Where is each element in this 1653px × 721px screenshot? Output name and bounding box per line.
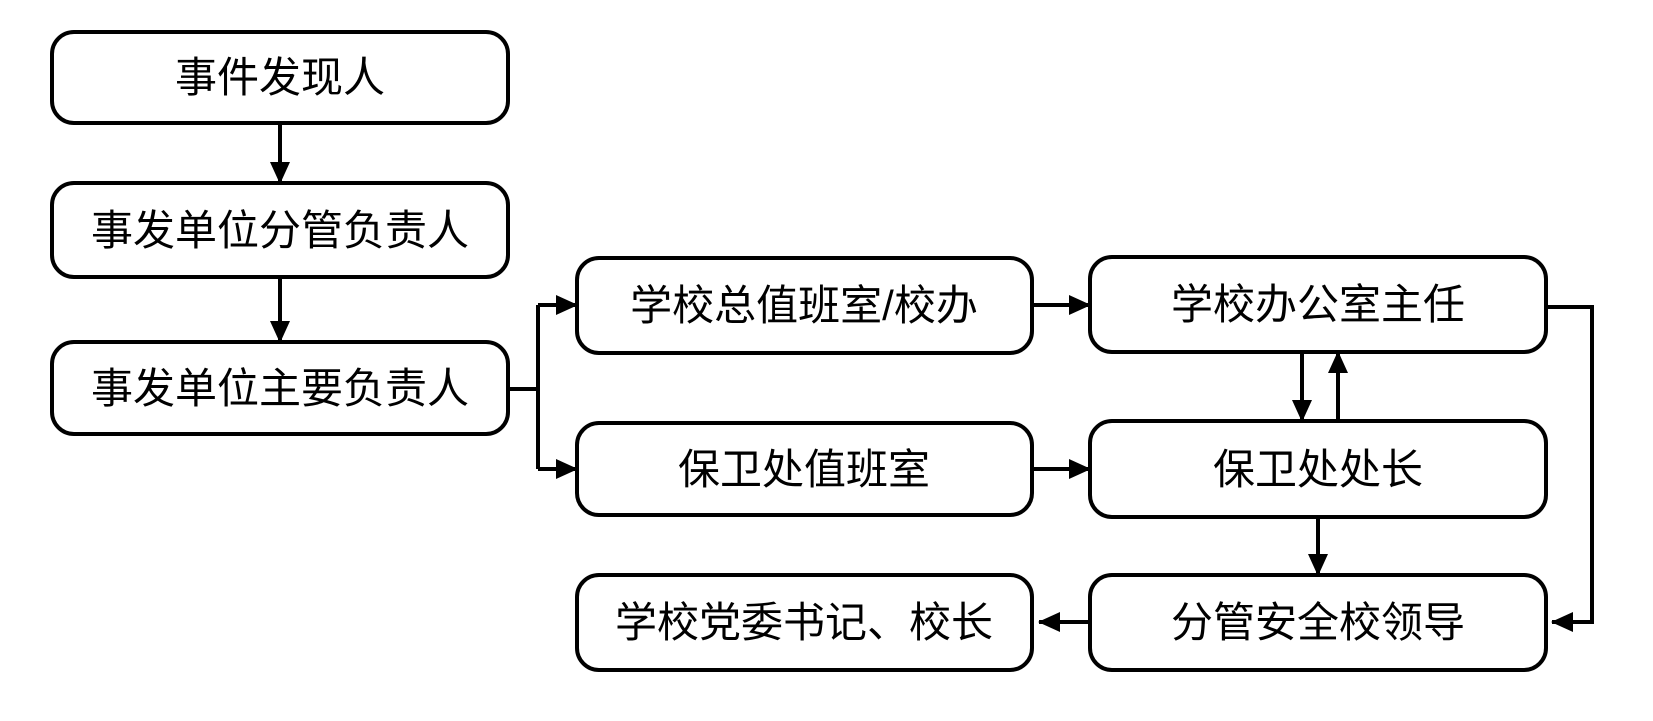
node-label: 学校党委书记、校长 [615, 599, 993, 646]
node-box [50, 30, 510, 125]
node-label: 事发单位分管负责人 [91, 207, 469, 254]
flow-node-incident-unit-deputy-head: 事发单位分管负责人 [50, 181, 510, 279]
node-box [1088, 573, 1548, 672]
flow-node-security-dept-chief: 保卫处处长 [1088, 419, 1548, 519]
node-label: 分管安全校领导 [1171, 599, 1465, 646]
node-label: 学校总值班室/校办 [630, 282, 978, 329]
node-label: 保卫处值班室 [678, 446, 930, 493]
flow-node-incident-discoverer: 事件发现人 [50, 30, 510, 125]
flow-node-incident-unit-main-head: 事发单位主要负责人 [50, 340, 510, 436]
node-label: 保卫处处长 [1213, 446, 1423, 493]
flow-node-party-secretary-and-president: 学校党委书记、校长 [575, 573, 1034, 672]
node-box [1088, 255, 1548, 354]
flow-node-school-general-duty-office: 学校总值班室/校办 [575, 256, 1034, 355]
node-box [575, 573, 1034, 672]
node-label: 学校办公室主任 [1171, 281, 1465, 328]
node-box [50, 181, 510, 279]
flow-node-safety-school-leader: 分管安全校领导 [1088, 573, 1548, 672]
node-label: 事件发现人 [175, 54, 385, 101]
edge-office-director-to-safety-leader-bypass [1546, 305, 1594, 632]
flow-node-security-dept-duty-office: 保卫处值班室 [575, 421, 1034, 517]
node-box [50, 340, 510, 436]
node-label: 事发单位主要负责人 [91, 365, 469, 412]
node-box [575, 421, 1034, 517]
flow-node-school-office-director: 学校办公室主任 [1088, 255, 1548, 354]
node-box [575, 256, 1034, 355]
node-box [1088, 419, 1548, 519]
